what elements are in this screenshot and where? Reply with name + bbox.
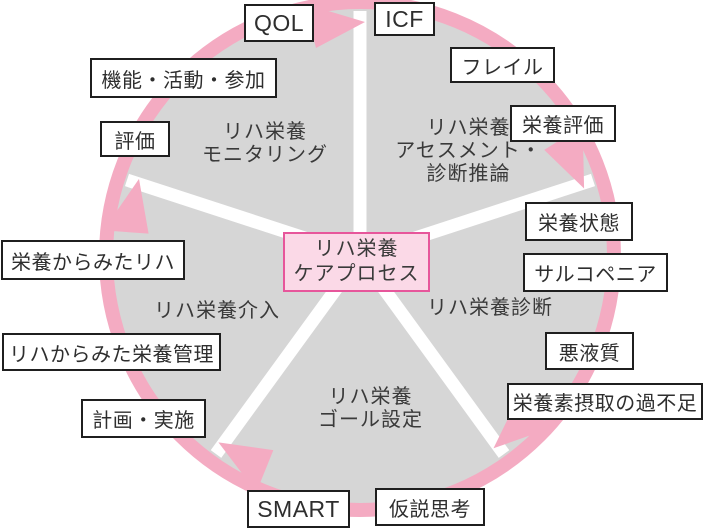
callout-nutrition-assessment: 栄養評価 (510, 105, 616, 142)
cycle-arrowhead-top (305, 4, 365, 48)
segment-label-goal-setting: リハ栄養 ゴール設定 (318, 386, 423, 431)
callout-plan-implementation: 計画・実施 (81, 399, 206, 438)
callout-sarcopenia: サルコペニア (523, 253, 668, 292)
callout-rehab-from-nutrition: 栄養からみたリハ (1, 240, 185, 280)
callout-nutrition-status: 栄養状態 (525, 202, 633, 241)
segment-label-assessment: リハ栄養 アセスメント・ 診断推論 (395, 117, 542, 185)
callout-nutrient-intake-imbalance: 栄養素摂取の過不足 (507, 383, 703, 420)
callout-smart: SMART (247, 490, 350, 528)
segment-label-diagnosis: リハ栄養診断 (427, 297, 553, 319)
callout-function-activity-participation: 機能・活動・参加 (90, 58, 277, 98)
callout-cachexia: 悪液質 (545, 332, 634, 370)
callout-frailty: フレイル (450, 47, 555, 83)
callout-icf: ICF (374, 2, 435, 36)
cycle-arrowhead-left (103, 178, 149, 234)
callout-evaluation: 評価 (100, 121, 170, 157)
segment-label-monitoring: リハ栄養 モニタリング (202, 121, 328, 166)
cycle-arrowhead-bottom-right (493, 398, 553, 449)
callout-hypothesis-thinking: 仮説思考 (375, 488, 485, 526)
cycle-arrowheads (103, 4, 585, 493)
callout-qol: QOL (244, 4, 314, 42)
callout-nutrition-mgmt-from-rehab: リハからみた栄養管理 (2, 333, 221, 371)
center-process-box: リハ栄養 ケアプロセス (283, 232, 430, 292)
segment-label-intervention: リハ栄養介入 (154, 300, 280, 322)
cycle-arrowhead-bottom-left (218, 442, 274, 493)
